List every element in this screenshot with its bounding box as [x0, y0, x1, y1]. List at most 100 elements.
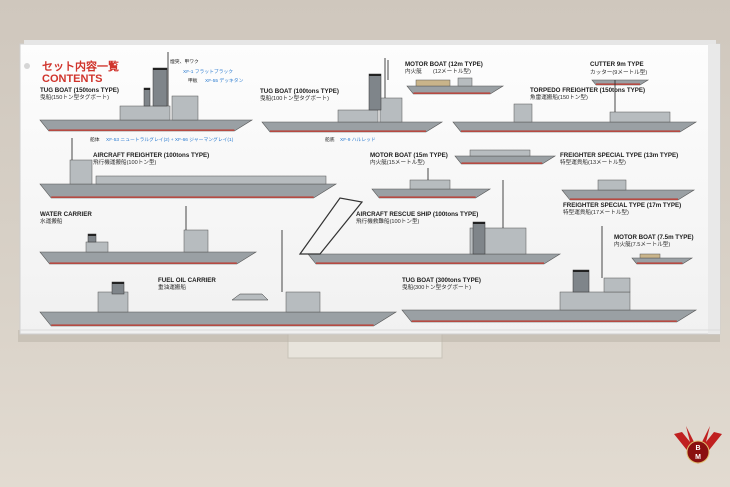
- label-freighter-17: FREIGHTER SPECIAL TYPE (17m TYPE): [563, 202, 682, 209]
- contents-title-en: CONTENTS: [42, 73, 103, 85]
- contents-title-jp: セット内容一覧: [42, 61, 119, 73]
- label-motor-7-5: MOTOR BOAT (7.5m TYPE): [614, 234, 694, 241]
- ship-freighter-13-house: [409, 179, 451, 190]
- label-freighter-17-jp: 特型運貨船(17メートル型): [563, 210, 629, 216]
- label-tug-100: TUG BOAT (100tons TYPE): [260, 88, 339, 95]
- ship-water-carrier-house: [85, 241, 109, 253]
- ship-aircraft-freighter-bridge: [69, 159, 93, 185]
- ship-motor-7-5-cargo: [639, 253, 661, 259]
- label-fuel-oil-carrier: FUEL OIL CARRIER: [158, 277, 216, 284]
- paint-note-hull1: 船体: [90, 138, 100, 143]
- label-cutter-9: CUTTER 9m TYPE: [590, 61, 644, 68]
- ship-tug-150-vent: [143, 87, 151, 107]
- label-aircraft-rescue: AIRCRAFT RESCUE SHIP (100tons TYPE): [356, 211, 479, 218]
- watermark-logo: B M: [674, 426, 722, 464]
- label-freighter-13: FREIGHTER SPECIAL TYPE (13m TYPE): [560, 152, 679, 159]
- ship-tug-150-house: [119, 105, 171, 121]
- ship-tug-150-bridge: [171, 95, 199, 121]
- box-hole: [24, 63, 30, 69]
- box-right-flap: [708, 44, 720, 334]
- ship-aircraft-freighter-hull: [39, 183, 338, 199]
- ship-motor-7-5-waterline: [636, 262, 683, 264]
- label-motor-7-5-jp: 内火艇(7.5メートル型): [614, 242, 671, 248]
- ship-tug-150-funnel-cap: [153, 68, 167, 70]
- ship-water-carrier-bridge: [183, 229, 209, 253]
- label-tug-100-jp: 曳船(100トン型タグボート): [260, 96, 329, 102]
- ship-fuel-oil-carrier-funnel-cap: [112, 282, 124, 284]
- label-water-carrier-jp: 水運搬船: [40, 219, 63, 225]
- ship-fuel-oil-carrier-waterline: [51, 324, 374, 326]
- ship-motor-12-cargo: [415, 79, 451, 87]
- ship-tug-150-funnel: [152, 67, 168, 107]
- ship-aircraft-rescue-crane: [298, 197, 364, 255]
- ship-cutter-9-waterline: [596, 83, 640, 85]
- paint-note-hull2: XF-53 ニュートラルグレイ(2) + XF-66 ジャーマングレイ(1): [106, 138, 234, 143]
- label-tug-150: TUG BOAT (150tons TYPE): [40, 87, 119, 94]
- ship-freighter-17-waterline: [570, 198, 678, 200]
- ship-motor-15-waterline: [461, 162, 543, 164]
- ship-fuel-oil-carrier-hull: [39, 311, 398, 327]
- ship-tug-300-waterline: [411, 320, 677, 322]
- ship-torpedo-freighter-bridge: [513, 103, 533, 123]
- label-motor-12: MOTOR BOAT (12m TYPE): [405, 61, 483, 68]
- ship-freighter-17-house: [597, 179, 627, 191]
- logo-letters-top: B: [695, 445, 700, 452]
- ship-tug-100-funnel-cap: [369, 74, 381, 76]
- label-tug-150-jp: 曳船(150トン型タグボート): [40, 95, 109, 101]
- label-aircraft-freighter-jp: 飛行機運搬船(100トン型): [93, 160, 157, 166]
- ship-tug-100-waterline: [270, 130, 426, 132]
- ship-fuel-oil-carrier-stern: [97, 291, 129, 313]
- label-motor-15-jp: 内火艇(15メートル型): [370, 160, 425, 166]
- ship-fuel-oil-carrier-bridge: [285, 291, 321, 313]
- ship-aircraft-freighter-deck: [95, 175, 327, 185]
- label-water-carrier: WATER CARRIER: [40, 211, 92, 218]
- ship-water-carrier-hull: [39, 251, 258, 265]
- ship-aircraft-freighter-waterline: [51, 196, 314, 198]
- ship-tug-300-funnel-cap: [573, 270, 589, 272]
- ship-tug-100-house: [337, 109, 379, 123]
- paint-note-hull3: 船底: [325, 138, 335, 143]
- label-aircraft-freighter: AIRCRAFT FREIGHTER (100tons TYPE): [93, 152, 210, 159]
- ship-water-carrier-waterline: [49, 262, 237, 264]
- label-cutter-9-jp: カッター(9メートル型): [590, 70, 648, 76]
- label-aircraft-rescue-jp: 飛行機救難船(100トン型): [356, 219, 420, 225]
- ship-tug-300-hull: [401, 309, 698, 323]
- ship-torpedo-freighter-house: [609, 111, 671, 123]
- ship-tug-100-funnel: [368, 73, 382, 111]
- label-motor-12-jp: 内火艇 (12メートル型): [405, 69, 471, 75]
- ship-fuel-oil-carrier-boat: [231, 293, 269, 301]
- paint-note-top3: 甲板: [188, 79, 198, 84]
- label-torpedo-freighter-jp: 魚雷運搬船(150トン型): [530, 95, 588, 101]
- ship-freighter-13-waterline: [379, 196, 476, 198]
- label-motor-15: MOTOR BOAT (15m TYPE): [370, 152, 448, 159]
- logo-letters-bottom: M: [695, 454, 701, 461]
- ship-motor-12-waterline: [413, 92, 491, 94]
- ship-motor-15-deck: [469, 149, 531, 157]
- ship-torpedo-freighter-waterline: [461, 130, 680, 132]
- paint-note-hull4: XF-9 ハルレッド: [340, 138, 376, 143]
- ship-motor-12-cabin: [457, 77, 473, 87]
- ship-tug-150-waterline: [48, 129, 235, 131]
- ship-tug-150-hull: [39, 119, 254, 132]
- ship-aircraft-rescue-funnel: [472, 221, 486, 255]
- ship-tug-300-bridge: [603, 277, 631, 293]
- ship-tug-150-vent-cap: [144, 88, 150, 90]
- paint-note-top2: XF-1 フラットブラック: [183, 70, 234, 75]
- label-tug-300-jp: 曳船(300トン型タグボート): [402, 285, 471, 291]
- ship-tug-300-funnel: [572, 269, 590, 293]
- paint-note-top1: 煙突、甲ワク: [170, 60, 199, 65]
- label-tug-300: TUG BOAT (300tons TYPE): [402, 277, 481, 284]
- box-top-edge: [24, 40, 716, 45]
- logo-badge: [686, 440, 710, 464]
- label-freighter-13-jp: 特型運貨船(13メートル型): [560, 160, 626, 166]
- ship-tug-100-bridge: [379, 97, 403, 123]
- label-torpedo-freighter: TORPEDO FREIGHTER (150tons TYPE): [530, 87, 646, 94]
- ship-aircraft-rescue-funnel-cap: [473, 222, 485, 224]
- label-fuel-oil-carrier-jp: 重油運搬船: [158, 285, 186, 291]
- ship-water-carrier-funnel-cap: [88, 234, 96, 236]
- ship-tug-300-house: [559, 291, 631, 311]
- ship-aircraft-rescue-waterline: [316, 262, 544, 264]
- paint-note-top4: XF-55 デッキタン: [205, 79, 244, 84]
